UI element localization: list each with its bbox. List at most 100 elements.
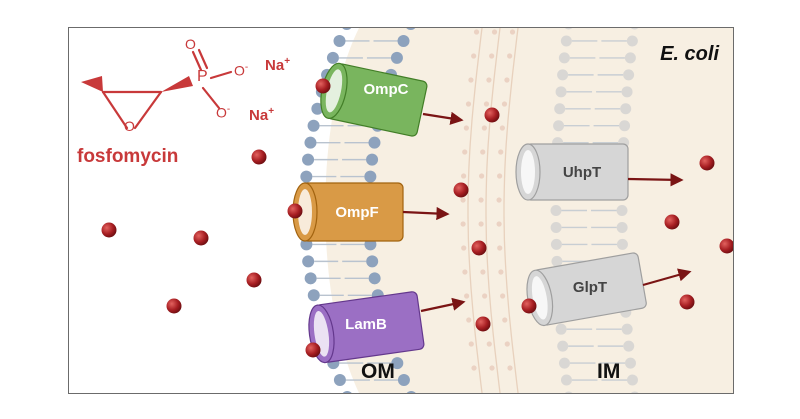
peptidoglycan-node: [466, 317, 472, 323]
im-lipid-head: [553, 120, 565, 132]
peptidoglycan-node: [504, 77, 510, 83]
p-o-double-bond-a: [191, 50, 203, 72]
im-lipid-head: [620, 103, 632, 115]
epoxide-oxygen-label: O: [124, 118, 135, 134]
peptidoglycan-node: [497, 245, 503, 251]
fosfomycin-label: fosfomycin: [77, 146, 179, 167]
fosfomycin-molecule-dot: [246, 272, 262, 288]
om-lipid-head: [342, 28, 352, 30]
peptidoglycan-node: [497, 173, 503, 179]
peptidoglycan-node: [471, 365, 477, 371]
peptidoglycan-node: [480, 149, 486, 155]
om-lipid-head: [300, 170, 313, 183]
fosfomycin-molecule-dot: [193, 230, 209, 246]
im-lipid-head: [554, 103, 566, 115]
fosfomycin-molecule-dot: [699, 155, 715, 171]
fosfomycin-molecule-dot: [475, 316, 491, 332]
om-lipid-head: [333, 34, 346, 47]
channel-uhpt-opening: [521, 150, 535, 194]
peptidoglycan-node: [462, 149, 468, 155]
transport-arrow: [420, 297, 466, 313]
om-lipid-head: [406, 28, 416, 30]
im-lipid-head: [630, 28, 639, 30]
fosfomycin-molecule-dot: [453, 182, 469, 198]
om-lipid-head: [302, 153, 315, 166]
om-lipid-head: [311, 102, 324, 115]
im-lipid-head: [616, 205, 628, 216]
peptidoglycan-node: [509, 29, 516, 35]
p-o-double-bond-b: [197, 48, 209, 70]
im-lipid-head: [555, 323, 567, 335]
peptidoglycan-node: [461, 173, 467, 179]
peptidoglycan-node: [501, 101, 508, 107]
om-lipid-head: [307, 289, 320, 302]
fosfomycin-molecule-dot: [251, 149, 267, 165]
peptidoglycan-node: [498, 149, 504, 155]
fosfomycin-molecule-dot: [679, 294, 695, 310]
im-lipid-head: [624, 357, 636, 369]
epoxide-bond-1: [101, 90, 129, 130]
channel-ompc: [320, 62, 428, 137]
peptidoglycan-node: [480, 269, 486, 275]
fosfomycin-molecule-dot: [484, 107, 500, 123]
im-lipid-head: [623, 340, 635, 352]
peptidoglycan-node: [482, 293, 488, 299]
sodium-ion-label-2: Na+: [249, 106, 275, 124]
peptidoglycan-node: [468, 341, 474, 347]
im-lipid-head: [616, 221, 628, 233]
peptidoglycan-node: [496, 197, 502, 203]
p-o-bond-1: [209, 70, 233, 80]
om-lipid-head: [368, 272, 381, 285]
im-lipid-head: [564, 391, 573, 393]
im-lipid-head: [558, 52, 570, 64]
om-lipid-head: [397, 374, 410, 387]
outer-membrane-label: OM: [361, 360, 395, 383]
im-lipid-head: [555, 86, 567, 98]
im-lipid-head: [626, 35, 638, 47]
fosfomycin-molecule-dot: [521, 298, 537, 314]
peptidoglycan-node: [498, 269, 504, 275]
membrane-scene: [81, 28, 733, 393]
channel-label-uhpt: UhpT: [562, 164, 602, 181]
peptidoglycan-node: [507, 365, 513, 371]
im-lipid-head: [626, 374, 638, 386]
om-lipid-head: [307, 119, 320, 132]
peptidoglycan-layer: [460, 28, 519, 393]
im-lipid-head: [550, 205, 562, 216]
peptidoglycan-node: [481, 125, 487, 131]
peptidoglycan-node: [486, 77, 492, 83]
peptidoglycan-node: [483, 101, 490, 107]
im-lipid-head: [557, 69, 569, 81]
inner-membrane-label: IM: [597, 360, 621, 383]
im-lipid-head: [619, 120, 631, 132]
channel-ompf-opening: [298, 189, 312, 235]
im-lipid-head: [557, 340, 569, 352]
om-lipid-head: [366, 153, 379, 166]
fosfomycin-molecule-dot: [315, 78, 331, 94]
om-lipid-head: [326, 51, 339, 64]
peptidoglycan-node: [463, 125, 469, 131]
peptidoglycan-node: [502, 317, 508, 323]
p-o-bond-2: [201, 86, 221, 110]
peptidoglycan-node: [496, 221, 502, 227]
om-lipid-head: [397, 34, 410, 47]
channel-label-lamb: LamB: [345, 316, 387, 333]
fosfomycin-structure: [81, 48, 233, 130]
im-lipid-head: [624, 52, 636, 64]
channel-label-ompc: OmpC: [363, 81, 409, 98]
fosfomycin-molecule-dot: [101, 222, 117, 238]
peptidoglycan-node: [473, 29, 480, 35]
phosphorus-label: P: [197, 68, 208, 85]
om-lipid-head: [364, 170, 377, 183]
channel-label-ompf: OmpF: [335, 204, 379, 221]
peptidoglycan-node: [460, 221, 466, 227]
im-lipid-head: [616, 238, 628, 250]
peptidoglycan-node: [461, 245, 467, 251]
peptidoglycan-node: [489, 53, 495, 59]
om-lipid-head: [390, 51, 403, 64]
peptidoglycan-node: [478, 221, 484, 227]
peptidoglycan-node: [460, 197, 466, 203]
fosfomycin-molecule-dot: [305, 342, 321, 358]
peptidoglycan-strand: [467, 28, 483, 393]
peptidoglycan-node: [486, 341, 492, 347]
